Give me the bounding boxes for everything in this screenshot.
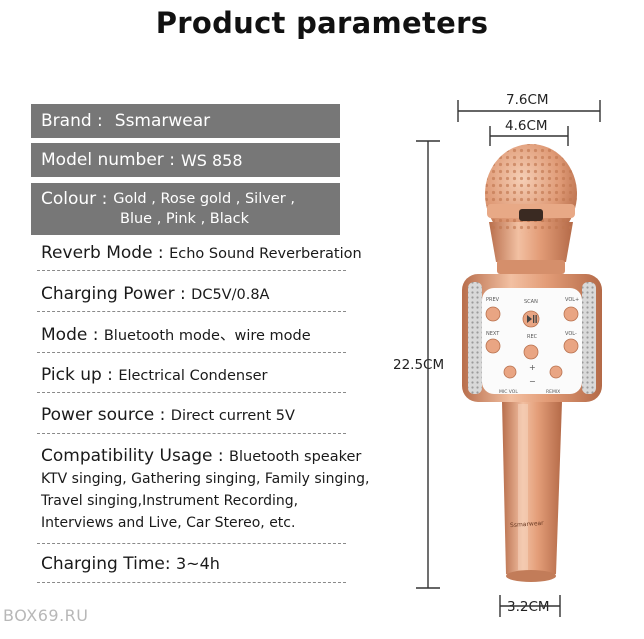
spec-pickup-value: Electrical Condenser xyxy=(118,368,268,384)
next-label: NEXT xyxy=(486,331,500,337)
dimension-width-head: 4.6CM xyxy=(505,118,548,134)
prev-label: PREV xyxy=(486,297,500,303)
microphone-handle: Ssmarwear xyxy=(502,402,562,582)
vol-up-label: VOL+ xyxy=(565,297,579,303)
spec-model-row: Model number : WS 858 xyxy=(31,143,340,177)
divider xyxy=(37,433,346,434)
remix-label: REMIX xyxy=(546,389,560,395)
spec-pickup-row: Pick up : Electrical Condenser xyxy=(41,365,346,385)
dimension-line-handle xyxy=(499,595,561,617)
spec-charging-time-value: 3~4h xyxy=(175,554,220,573)
watermark: BOX69.RU xyxy=(3,606,89,625)
spec-charging-power-value: DC5V/0.8A xyxy=(191,287,270,303)
spec-mode-value: Bluetooth mode、wire mode xyxy=(103,328,311,344)
spec-brand-value: Ssmarwear xyxy=(114,111,211,131)
spec-model-value: WS 858 xyxy=(180,150,243,170)
divider xyxy=(37,543,346,544)
spec-colour-value-line1: Gold , Rose gold , Silver , xyxy=(113,191,295,207)
scan-label: SCAN xyxy=(524,299,538,305)
spec-mode-label: Mode : xyxy=(41,325,99,345)
brand-logo: Ssmarwear xyxy=(510,520,545,529)
microphone-head xyxy=(485,144,577,274)
vol-down-label: VOL- xyxy=(565,331,577,337)
spec-charging-time-label: Charging Time: xyxy=(41,554,171,574)
play-pause-icon xyxy=(527,315,537,323)
spec-colour-value-line2: Blue , Pink , Black xyxy=(120,211,250,227)
spec-charging-power-row: Charging Power : DC5V/0.8A xyxy=(41,284,346,304)
divider xyxy=(37,352,346,353)
spec-colour-row: Colour : Gold , Rose gold , Silver , Blu… xyxy=(31,183,340,235)
compatibility-line: KTV singing, Gathering singing, Family s… xyxy=(41,471,370,487)
compatibility-line: Interviews and Live, Car Stereo, etc. xyxy=(41,515,296,531)
divider xyxy=(37,582,346,583)
divider xyxy=(37,392,346,393)
spec-power-source-label: Power source : xyxy=(41,405,166,425)
dimension-width-top: 7.6CM xyxy=(506,92,549,108)
dimension-line-height xyxy=(416,140,440,589)
minus-label: − xyxy=(529,377,536,386)
dimension-width-handle: 3.2CM xyxy=(507,599,550,615)
divider xyxy=(37,270,346,271)
divider xyxy=(37,311,346,312)
control-panel: PREV SCAN VOL+ NEXT REC VOL- + − MIC VOL… xyxy=(462,274,602,402)
spec-brand-row: Brand : Ssmarwear xyxy=(31,104,340,138)
page-title: Product parameters xyxy=(155,6,489,40)
spec-power-source-row: Power source : Direct current 5V xyxy=(41,405,346,425)
spec-reverb-value: Echo Sound Reverberation xyxy=(169,246,362,262)
rec-label: REC xyxy=(527,334,538,340)
spec-compatibility-label: Compatibility Usage : xyxy=(41,446,224,466)
dimension-line-top xyxy=(457,100,601,122)
spec-charging-power-label: Charging Power : xyxy=(41,284,186,304)
dimension-line-head xyxy=(489,126,569,146)
spec-reverb-row: Reverb Mode : Echo Sound Reverberation xyxy=(41,243,362,263)
mic-vol-label: MIC VOL xyxy=(499,389,518,395)
spec-mode-row: Mode : Bluetooth mode、wire mode xyxy=(41,324,346,345)
spec-model-label: Model number : xyxy=(41,150,175,170)
plus-label: + xyxy=(529,363,536,372)
spec-pickup-label: Pick up : xyxy=(41,365,113,385)
spec-compatibility-value: Bluetooth speaker xyxy=(229,449,362,465)
spec-charging-time-row: Charging Time: 3~4h xyxy=(41,554,346,574)
spec-brand-label: Brand : xyxy=(41,111,103,131)
spec-compatibility-row: Compatibility Usage : Bluetooth speaker xyxy=(41,446,361,466)
spec-reverb-label: Reverb Mode : xyxy=(41,243,164,263)
spec-colour-label: Colour : xyxy=(41,189,108,209)
dimension-height: 22.5CM xyxy=(393,357,445,373)
compatibility-line: Travel singing,Instrument Recording, xyxy=(41,493,299,509)
spec-power-source-value: Direct current 5V xyxy=(170,408,295,424)
